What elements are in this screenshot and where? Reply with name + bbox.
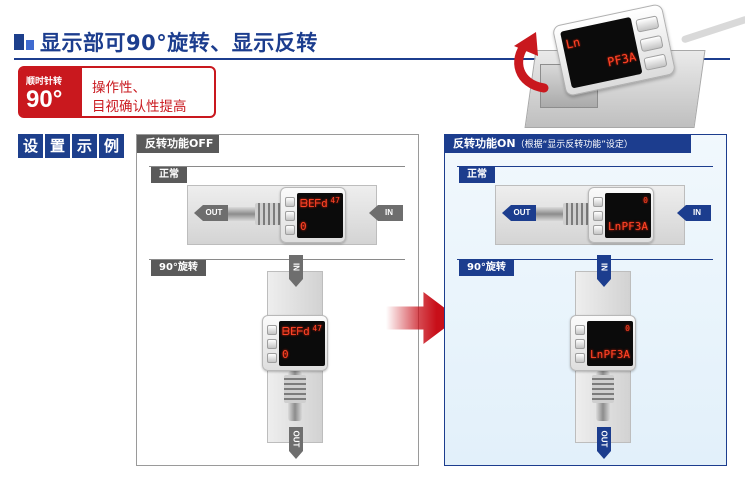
sensor-device: ᗷEᖴd 47 0 bbox=[280, 187, 346, 243]
display-text: Ln bbox=[608, 220, 622, 233]
display-text: PF3A bbox=[603, 348, 631, 361]
sensor-device: 0 Ln PF3A bbox=[570, 315, 636, 371]
page-title: 显示部可90°旋转、显示反转 bbox=[40, 31, 318, 55]
display-text: 0 bbox=[625, 324, 630, 333]
product-illustration: Ln PF3A bbox=[500, 0, 745, 132]
title-bullet-small-icon bbox=[26, 40, 34, 50]
display-text: PF3A bbox=[606, 49, 638, 70]
device-button bbox=[575, 339, 585, 349]
rotation-badge-tag: 顺时针转 90° bbox=[20, 68, 82, 116]
example-label-char: 示 bbox=[72, 134, 97, 158]
pipe-fitting bbox=[255, 203, 281, 225]
pipe-fitting bbox=[592, 375, 614, 403]
display-screen: ᗷEᖴd 47 0 bbox=[279, 321, 325, 366]
title-bar: 显示部可90°旋转、显示反转 bbox=[14, 26, 730, 60]
section-divider bbox=[149, 166, 405, 167]
example-label: 设 置 示 例 bbox=[18, 134, 126, 158]
device-buttons bbox=[267, 325, 277, 363]
product-display-screen: Ln PF3A bbox=[560, 16, 643, 89]
in-port-arrow: IN bbox=[369, 205, 403, 221]
device-button bbox=[285, 197, 295, 207]
display-text: ᗷEᖴd bbox=[300, 197, 328, 210]
title-bullet-icon bbox=[14, 34, 24, 50]
example-label-char: 设 bbox=[18, 134, 43, 158]
device-button bbox=[639, 34, 664, 52]
display-text: 0 bbox=[643, 196, 648, 205]
benefit-line-1: 操作性、 bbox=[92, 80, 146, 96]
out-port-arrow: OUT bbox=[502, 205, 536, 221]
device-buttons bbox=[285, 197, 295, 235]
device-button bbox=[285, 225, 295, 235]
panel-reverse-off: 反转功能OFF 正常 ᗷEᖴd 47 0 OUT IN 90°旋转 ᗷEᖴd 4… bbox=[136, 134, 419, 466]
device-button bbox=[593, 211, 603, 221]
rotation-direction-text: 顺时针转 bbox=[26, 77, 63, 87]
section-label-normal: 正常 bbox=[459, 167, 495, 183]
display-text: 47 bbox=[312, 324, 322, 333]
display-text: Ln bbox=[590, 348, 604, 361]
title-divider bbox=[14, 58, 730, 60]
panel-header: 反转功能OFF bbox=[137, 135, 219, 153]
display-text: 0 bbox=[282, 348, 289, 361]
port-label-in: IN bbox=[291, 263, 301, 271]
device-button bbox=[285, 211, 295, 221]
device-button bbox=[593, 225, 603, 235]
rotate-arrow-icon bbox=[514, 32, 549, 93]
device-button bbox=[643, 53, 668, 71]
display-screen: 0 Ln PF3A bbox=[605, 193, 651, 238]
display-text: PF3A bbox=[621, 220, 649, 233]
device-buttons bbox=[593, 197, 603, 235]
example-label-char: 置 bbox=[45, 134, 70, 158]
display-text: Ln bbox=[564, 35, 582, 52]
display-text: ᗷEᖴd bbox=[282, 325, 310, 338]
pipe-fitting bbox=[284, 375, 306, 403]
display-screen: ᗷEᖴd 47 0 bbox=[297, 193, 343, 238]
in-port-arrow: IN bbox=[677, 205, 711, 221]
out-port-arrow: OUT bbox=[289, 427, 303, 459]
device-button bbox=[575, 353, 585, 363]
device-button bbox=[575, 325, 585, 335]
out-port-arrow: OUT bbox=[597, 427, 611, 459]
sensor-device: 0 Ln PF3A bbox=[588, 187, 654, 243]
rotation-badge: 顺时针转 90° 操作性、 目视确认性提高 bbox=[18, 66, 216, 118]
device-button bbox=[635, 15, 660, 33]
device-button bbox=[593, 197, 603, 207]
benefit-line-2: 目视确认性提高 bbox=[92, 99, 187, 115]
section-label-rotated: 90°旋转 bbox=[459, 260, 514, 276]
panel-header-title: 反转功能ON bbox=[453, 137, 516, 150]
panel-header-note: （根据“显示反转功能”设定） bbox=[515, 140, 633, 150]
section-divider bbox=[149, 259, 405, 260]
section-divider bbox=[457, 259, 713, 260]
display-text: 47 bbox=[330, 196, 340, 205]
port-label-out: OUT bbox=[291, 430, 301, 448]
example-label-char: 例 bbox=[99, 134, 124, 158]
out-port-arrow: OUT bbox=[194, 205, 228, 221]
sensor-device: ᗷEᖴd 47 0 bbox=[262, 315, 328, 371]
product-cable bbox=[680, 15, 745, 44]
section-label-normal: 正常 bbox=[151, 167, 187, 183]
device-button bbox=[267, 353, 277, 363]
port-label-out: OUT bbox=[599, 430, 609, 448]
device-button bbox=[267, 339, 277, 349]
display-screen: 0 Ln PF3A bbox=[587, 321, 633, 366]
rotation-angle-text: 90° bbox=[26, 86, 63, 113]
in-port-arrow: IN bbox=[289, 255, 303, 287]
in-port-arrow: IN bbox=[597, 255, 611, 287]
section-label-rotated: 90°旋转 bbox=[151, 260, 206, 276]
section-divider bbox=[457, 166, 713, 167]
display-text: 0 bbox=[300, 220, 307, 233]
device-buttons bbox=[575, 325, 585, 363]
device-button bbox=[267, 325, 277, 335]
panel-reverse-on: 反转功能ON（根据“显示反转功能”设定） 正常 0 Ln PF3A OUT IN… bbox=[444, 134, 727, 466]
pipe-fitting bbox=[563, 203, 589, 225]
panel-header: 反转功能ON（根据“显示反转功能”设定） bbox=[445, 135, 691, 153]
port-label-in: IN bbox=[599, 263, 609, 271]
